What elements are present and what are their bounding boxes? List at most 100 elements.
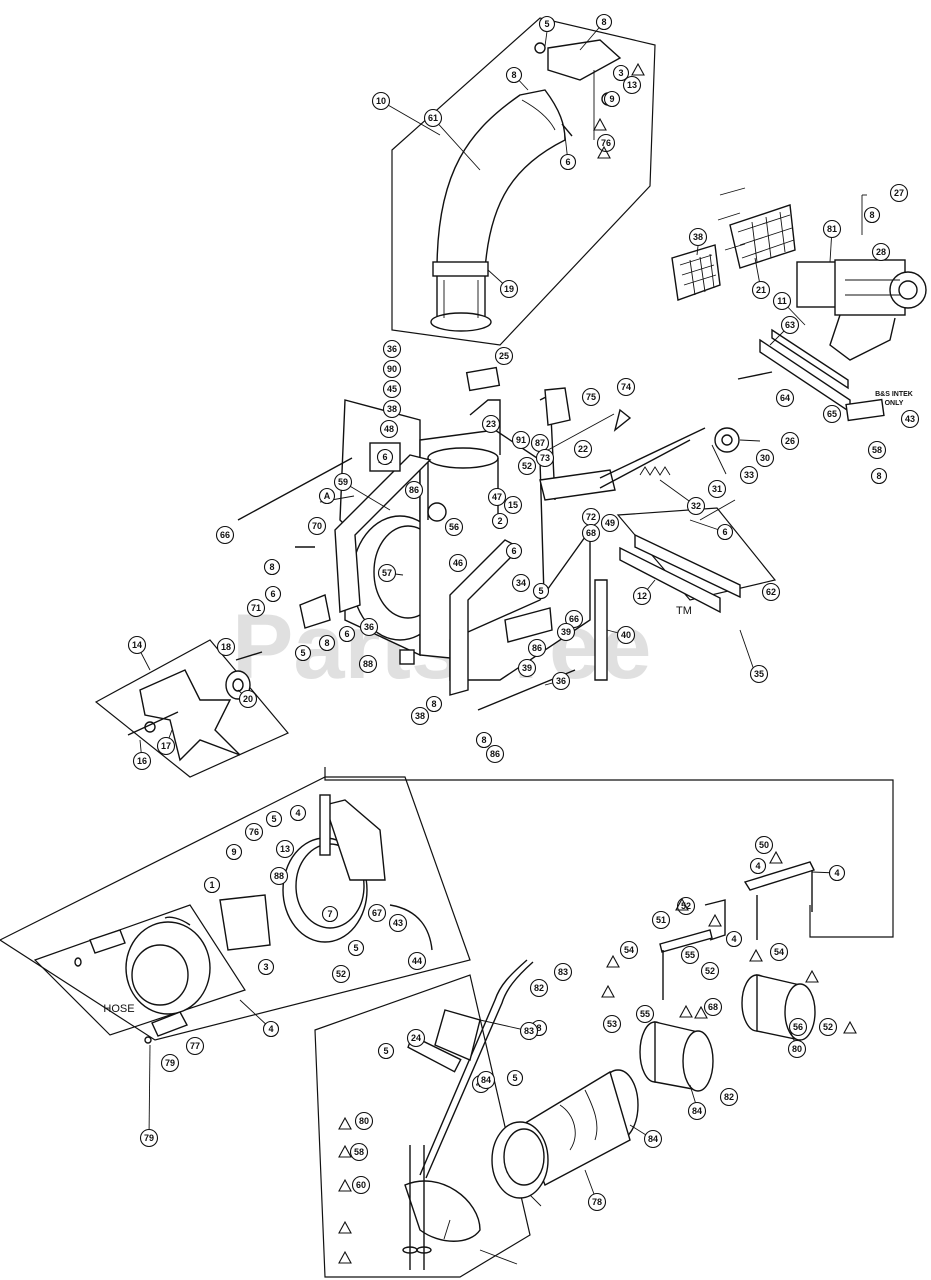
warning-triangle-icon <box>338 1116 352 1130</box>
lift-group-outline <box>324 767 894 938</box>
callout-circle <box>870 467 888 485</box>
callout-3: 3 <box>612 64 630 82</box>
callout-circle <box>863 206 881 224</box>
callout-number: 4 <box>295 808 300 818</box>
callout-number: 6 <box>511 546 516 556</box>
deflector-channels <box>619 499 741 614</box>
lift-linkage <box>659 861 815 1000</box>
callout-number: 61 <box>428 113 438 123</box>
callout-circle <box>407 951 427 971</box>
callout-6: 6 <box>264 585 282 603</box>
flex-hose <box>491 1069 639 1199</box>
callout-83: 83 <box>519 1021 539 1041</box>
callout-70: 70 <box>307 516 327 536</box>
callout-3: 3 <box>257 958 275 976</box>
callout-circle <box>244 822 264 842</box>
callout-circle <box>404 480 424 500</box>
callout-number: 73 <box>540 453 550 463</box>
callout-6: 6 <box>559 153 577 171</box>
callout-number: 6 <box>722 527 727 537</box>
callout-32: 32 <box>686 496 706 516</box>
callout-circle <box>535 448 555 468</box>
callout-number: 12 <box>637 591 647 601</box>
callout-circle <box>505 66 523 84</box>
callout-number: 39 <box>522 663 532 673</box>
callout-number: 8 <box>536 1023 541 1033</box>
callout-circle <box>616 377 636 397</box>
callout-circle <box>347 939 365 957</box>
callout-number: 36 <box>364 622 374 632</box>
callout-number: 38 <box>693 232 703 242</box>
callout-number: 90 <box>387 364 397 374</box>
callout-5: 5 <box>294 644 312 662</box>
hose-kit-inner-outline <box>33 904 246 1036</box>
callout-63: 63 <box>780 315 800 335</box>
callout-16: 16 <box>132 751 152 771</box>
callout-circle <box>828 864 846 882</box>
callout-6: 6 <box>338 625 356 643</box>
callout-33: 33 <box>739 465 759 485</box>
callout-number: 87 <box>535 438 545 448</box>
callout-39: 39 <box>556 622 576 642</box>
callout-54: 54 <box>619 940 639 960</box>
callout-circle <box>410 706 430 726</box>
callout-number: 23 <box>486 419 496 429</box>
callout-number: 9 <box>609 94 614 104</box>
engine-guard-front <box>671 244 721 301</box>
chute-group-outline <box>391 17 656 346</box>
callout-80: 80 <box>787 1039 807 1059</box>
callout-circle <box>619 940 639 960</box>
callout-number: 5 <box>512 1073 517 1083</box>
callout-circle <box>612 64 630 82</box>
callout-number: 55 <box>685 950 695 960</box>
callout-71: 71 <box>246 598 266 618</box>
callout-number: 32 <box>691 501 701 511</box>
callout-circle <box>616 625 636 645</box>
callout-circle <box>485 744 505 764</box>
callout-8: 8 <box>263 558 281 576</box>
callout-78: 78 <box>587 1192 607 1212</box>
callout-circle <box>499 279 519 299</box>
warning-triangle-icon <box>631 62 645 76</box>
callout-54: 54 <box>769 942 789 962</box>
callout-circle <box>761 582 781 602</box>
callout-28: 28 <box>871 242 891 262</box>
callout-number: 8 <box>876 471 881 481</box>
callout-9: 9 <box>225 843 243 861</box>
callout-circle <box>185 1036 205 1056</box>
callout-circle <box>307 516 327 536</box>
callout-number: 24 <box>411 1033 421 1043</box>
callout-number: 43 <box>905 414 915 424</box>
callout-23: 23 <box>481 414 501 434</box>
callout-number: 13 <box>280 844 290 854</box>
callout-number: 16 <box>137 756 147 766</box>
callout-number: 30 <box>760 453 770 463</box>
callout-55: 55 <box>680 945 700 965</box>
callout-circle <box>505 542 523 560</box>
callout-38: 38 <box>410 706 430 726</box>
callout-circle <box>265 810 283 828</box>
callout-number: 5 <box>538 586 543 596</box>
hose-adapter <box>219 794 433 951</box>
callout-circle <box>632 586 652 606</box>
callout-number: 13 <box>627 80 637 90</box>
callout-circle <box>318 634 336 652</box>
engine-guard-rear <box>717 187 796 269</box>
callout-number: 6 <box>344 629 349 639</box>
callout-number: 15 <box>508 500 518 510</box>
callout-number: 1 <box>209 880 214 890</box>
callout-5: 5 <box>538 15 556 33</box>
callout-number: 17 <box>161 741 171 751</box>
callout-circle <box>700 961 720 981</box>
callout-number: 11 <box>777 296 787 306</box>
callout-39: 39 <box>517 658 537 678</box>
callout-circle <box>867 440 887 460</box>
callout-4: 4 <box>725 930 743 948</box>
callout-number: 25 <box>499 351 509 361</box>
callout-number: 56 <box>449 522 459 532</box>
callout-circle <box>551 671 571 691</box>
callout-number: 22 <box>578 444 588 454</box>
callout-number: 5 <box>383 1046 388 1056</box>
callout-26: 26 <box>780 431 800 451</box>
